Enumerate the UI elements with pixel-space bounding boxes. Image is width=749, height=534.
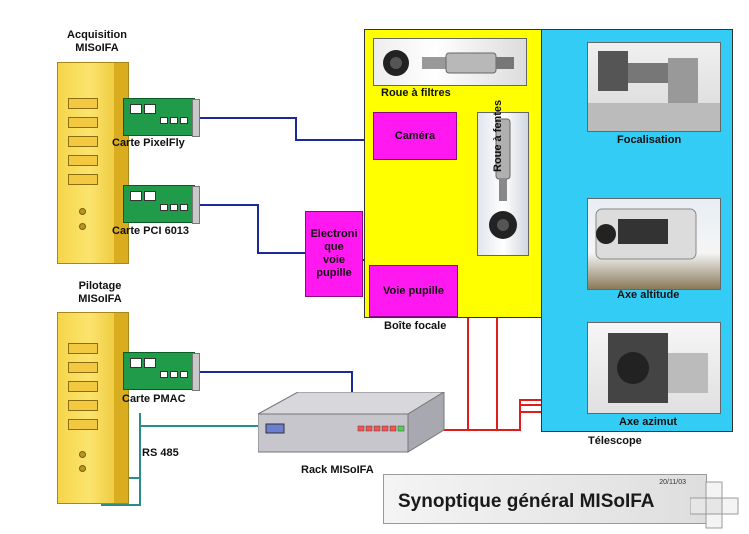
title-grid-decoration bbox=[690, 481, 739, 529]
pci-card bbox=[123, 185, 200, 224]
axe-altitude-photo bbox=[587, 198, 721, 290]
focalisation-label: Focalisation bbox=[617, 134, 682, 146]
title-box: 20/11/03 Synoptique général MISoIFA bbox=[383, 474, 707, 524]
title-text: Synoptique général MISoIFA bbox=[398, 491, 655, 512]
title-date: 20/11/03 bbox=[659, 479, 686, 486]
wire-pci-electronique bbox=[198, 204, 306, 254]
roue-filtres-photo bbox=[373, 38, 527, 86]
axe-azimut-label: Axe azimut bbox=[619, 416, 678, 428]
boite-focale-label: Boîte focale bbox=[384, 320, 447, 332]
roue-fentes-label: Roue à fentes bbox=[492, 99, 504, 172]
roue-filtres-label: Roue à filtres bbox=[381, 87, 451, 99]
pilotage-tower bbox=[57, 312, 129, 504]
carte-pmac-label: Carte PMAC bbox=[122, 393, 186, 405]
rack-label: Rack MISoIFA bbox=[301, 464, 374, 476]
telescope-label: Télescope bbox=[588, 435, 642, 447]
rack-device bbox=[258, 392, 445, 453]
axe-altitude-label: Axe altitude bbox=[617, 289, 680, 301]
voie-pupille-box: Voie pupille bbox=[369, 265, 458, 317]
axe-azimut-photo bbox=[587, 322, 721, 414]
acquisition-title: Acquisition MISoIFA bbox=[67, 29, 127, 54]
pmac-card bbox=[123, 352, 200, 391]
camera-box: Caméra bbox=[373, 112, 457, 160]
pilotage-title: Pilotage MISoIFA bbox=[78, 280, 122, 305]
wire-pixelfly-camera bbox=[198, 117, 373, 141]
carte-pixelfly-label: Carte PixelFly bbox=[112, 137, 185, 149]
acquisition-tower bbox=[57, 62, 129, 264]
electronique-box: Electroni que voie pupille bbox=[305, 211, 363, 297]
roue-fentes-photo bbox=[477, 112, 529, 256]
pixelfly-card bbox=[123, 98, 200, 137]
wire-rs485 bbox=[139, 413, 264, 427]
focalisation-photo bbox=[587, 42, 721, 132]
rs485-label: RS 485 bbox=[142, 447, 179, 459]
carte-pci-label: Carte PCI 6013 bbox=[112, 225, 190, 237]
